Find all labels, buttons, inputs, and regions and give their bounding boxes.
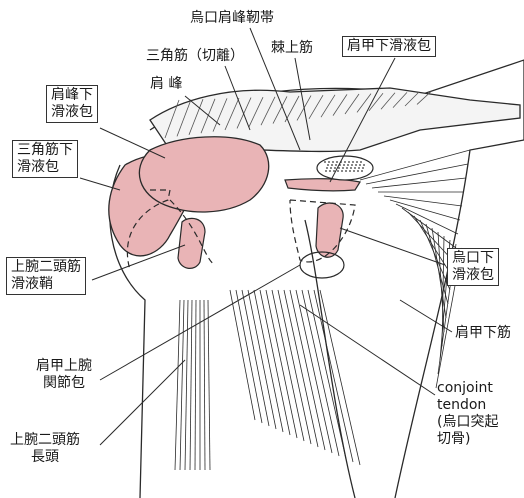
texture-dot bbox=[350, 167, 352, 169]
texture-dot bbox=[338, 167, 340, 169]
label-supraspinatus: 棘上筋 bbox=[271, 40, 313, 57]
texture-dot bbox=[351, 164, 353, 166]
texture-dot bbox=[348, 161, 350, 163]
texture-dot bbox=[359, 164, 361, 166]
fiber-stroke bbox=[180, 300, 184, 470]
label-deltoid-cut: 三角筋（切離） bbox=[146, 48, 244, 65]
texture-dot bbox=[357, 170, 359, 172]
fiber-stroke bbox=[248, 290, 276, 429]
texture-dot bbox=[324, 161, 326, 163]
fiber-stroke bbox=[185, 300, 188, 470]
fiber-stroke bbox=[390, 200, 460, 220]
label-joint-capsule: 肩甲上腕 関節包 bbox=[36, 358, 92, 392]
texture-dot bbox=[349, 170, 351, 172]
texture-dot bbox=[327, 164, 329, 166]
label-subscapular-bursa: 肩甲下滑液包 bbox=[342, 36, 436, 57]
texture-dot bbox=[361, 170, 363, 172]
fiber-stroke bbox=[254, 290, 283, 432]
texture-dot bbox=[358, 167, 360, 169]
leader-subacromial bbox=[100, 128, 165, 158]
coracoid-process bbox=[317, 156, 373, 180]
fiber-stroke bbox=[175, 300, 180, 470]
fiber-stroke bbox=[208, 300, 210, 470]
fiber-stroke bbox=[272, 290, 304, 441]
texture-dot bbox=[343, 164, 345, 166]
texture-dot bbox=[362, 167, 364, 169]
texture-dot bbox=[346, 167, 348, 169]
label-biceps-sheath: 上腕二頭筋 滑液鞘 bbox=[6, 257, 86, 295]
fiber-stroke bbox=[204, 300, 205, 470]
fiber-stroke bbox=[314, 290, 353, 462]
fiber-stroke bbox=[260, 290, 290, 435]
texture-dot bbox=[333, 170, 335, 172]
texture-dot bbox=[344, 161, 346, 163]
fiber-stroke bbox=[190, 300, 192, 470]
label-coracoacromial-ligament: 烏口肩峰靭帯 bbox=[190, 10, 274, 27]
texture-dot bbox=[336, 161, 338, 163]
leader-subcoracoid bbox=[340, 228, 445, 265]
label-conjoint-tendon: conjoint tendon (烏口突起 切骨) bbox=[437, 380, 498, 448]
fiber-stroke bbox=[420, 220, 450, 290]
texture-dot bbox=[363, 164, 365, 166]
subcoracoid-bursa-shape bbox=[316, 203, 343, 257]
texture-dot bbox=[335, 164, 337, 166]
fiber-stroke bbox=[360, 150, 470, 180]
texture-dot bbox=[345, 170, 347, 172]
label-subdeltoid-bursa: 三角筋下 滑液包 bbox=[12, 140, 78, 178]
label-subcoracoid-bursa: 烏口下 滑液包 bbox=[447, 248, 499, 286]
texture-dot bbox=[341, 170, 343, 172]
label-acromion: 肩 峰 bbox=[150, 76, 182, 93]
texture-dot bbox=[356, 161, 358, 163]
label-biceps-long-head: 上腕二頭筋 長頭 bbox=[10, 432, 80, 466]
fiber-stroke bbox=[230, 290, 255, 420]
texture-dot bbox=[329, 170, 331, 172]
texture-dot bbox=[328, 161, 330, 163]
texture-dot bbox=[353, 170, 355, 172]
texture-dot bbox=[352, 161, 354, 163]
fiber-stroke bbox=[278, 290, 311, 444]
texture-dot bbox=[342, 167, 344, 169]
fiber-stroke bbox=[242, 290, 269, 426]
texture-dot bbox=[360, 161, 362, 163]
texture-dot bbox=[332, 161, 334, 163]
texture-dot bbox=[330, 167, 332, 169]
label-subscapularis: 肩甲下筋 bbox=[455, 325, 511, 342]
texture-dot bbox=[331, 164, 333, 166]
texture-dot bbox=[334, 167, 336, 169]
texture-dot bbox=[337, 170, 339, 172]
fiber-stroke bbox=[396, 204, 458, 234]
texture-dot bbox=[347, 164, 349, 166]
leader-conjoint bbox=[300, 305, 435, 395]
texture-dot bbox=[326, 167, 328, 169]
fiber-stroke bbox=[266, 290, 297, 438]
fiber-stroke bbox=[372, 178, 466, 188]
subscapular-bursa-shape bbox=[285, 179, 360, 191]
fiber-stroke bbox=[384, 196, 462, 206]
texture-dot bbox=[355, 164, 357, 166]
subacromial-bursa bbox=[139, 137, 268, 212]
fiber-stroke bbox=[320, 290, 360, 465]
fiber-stroke bbox=[308, 290, 346, 459]
texture-dot bbox=[354, 167, 356, 169]
texture-dot bbox=[325, 170, 327, 172]
label-subacromial-bursa: 肩峰下 滑液包 bbox=[46, 85, 98, 123]
